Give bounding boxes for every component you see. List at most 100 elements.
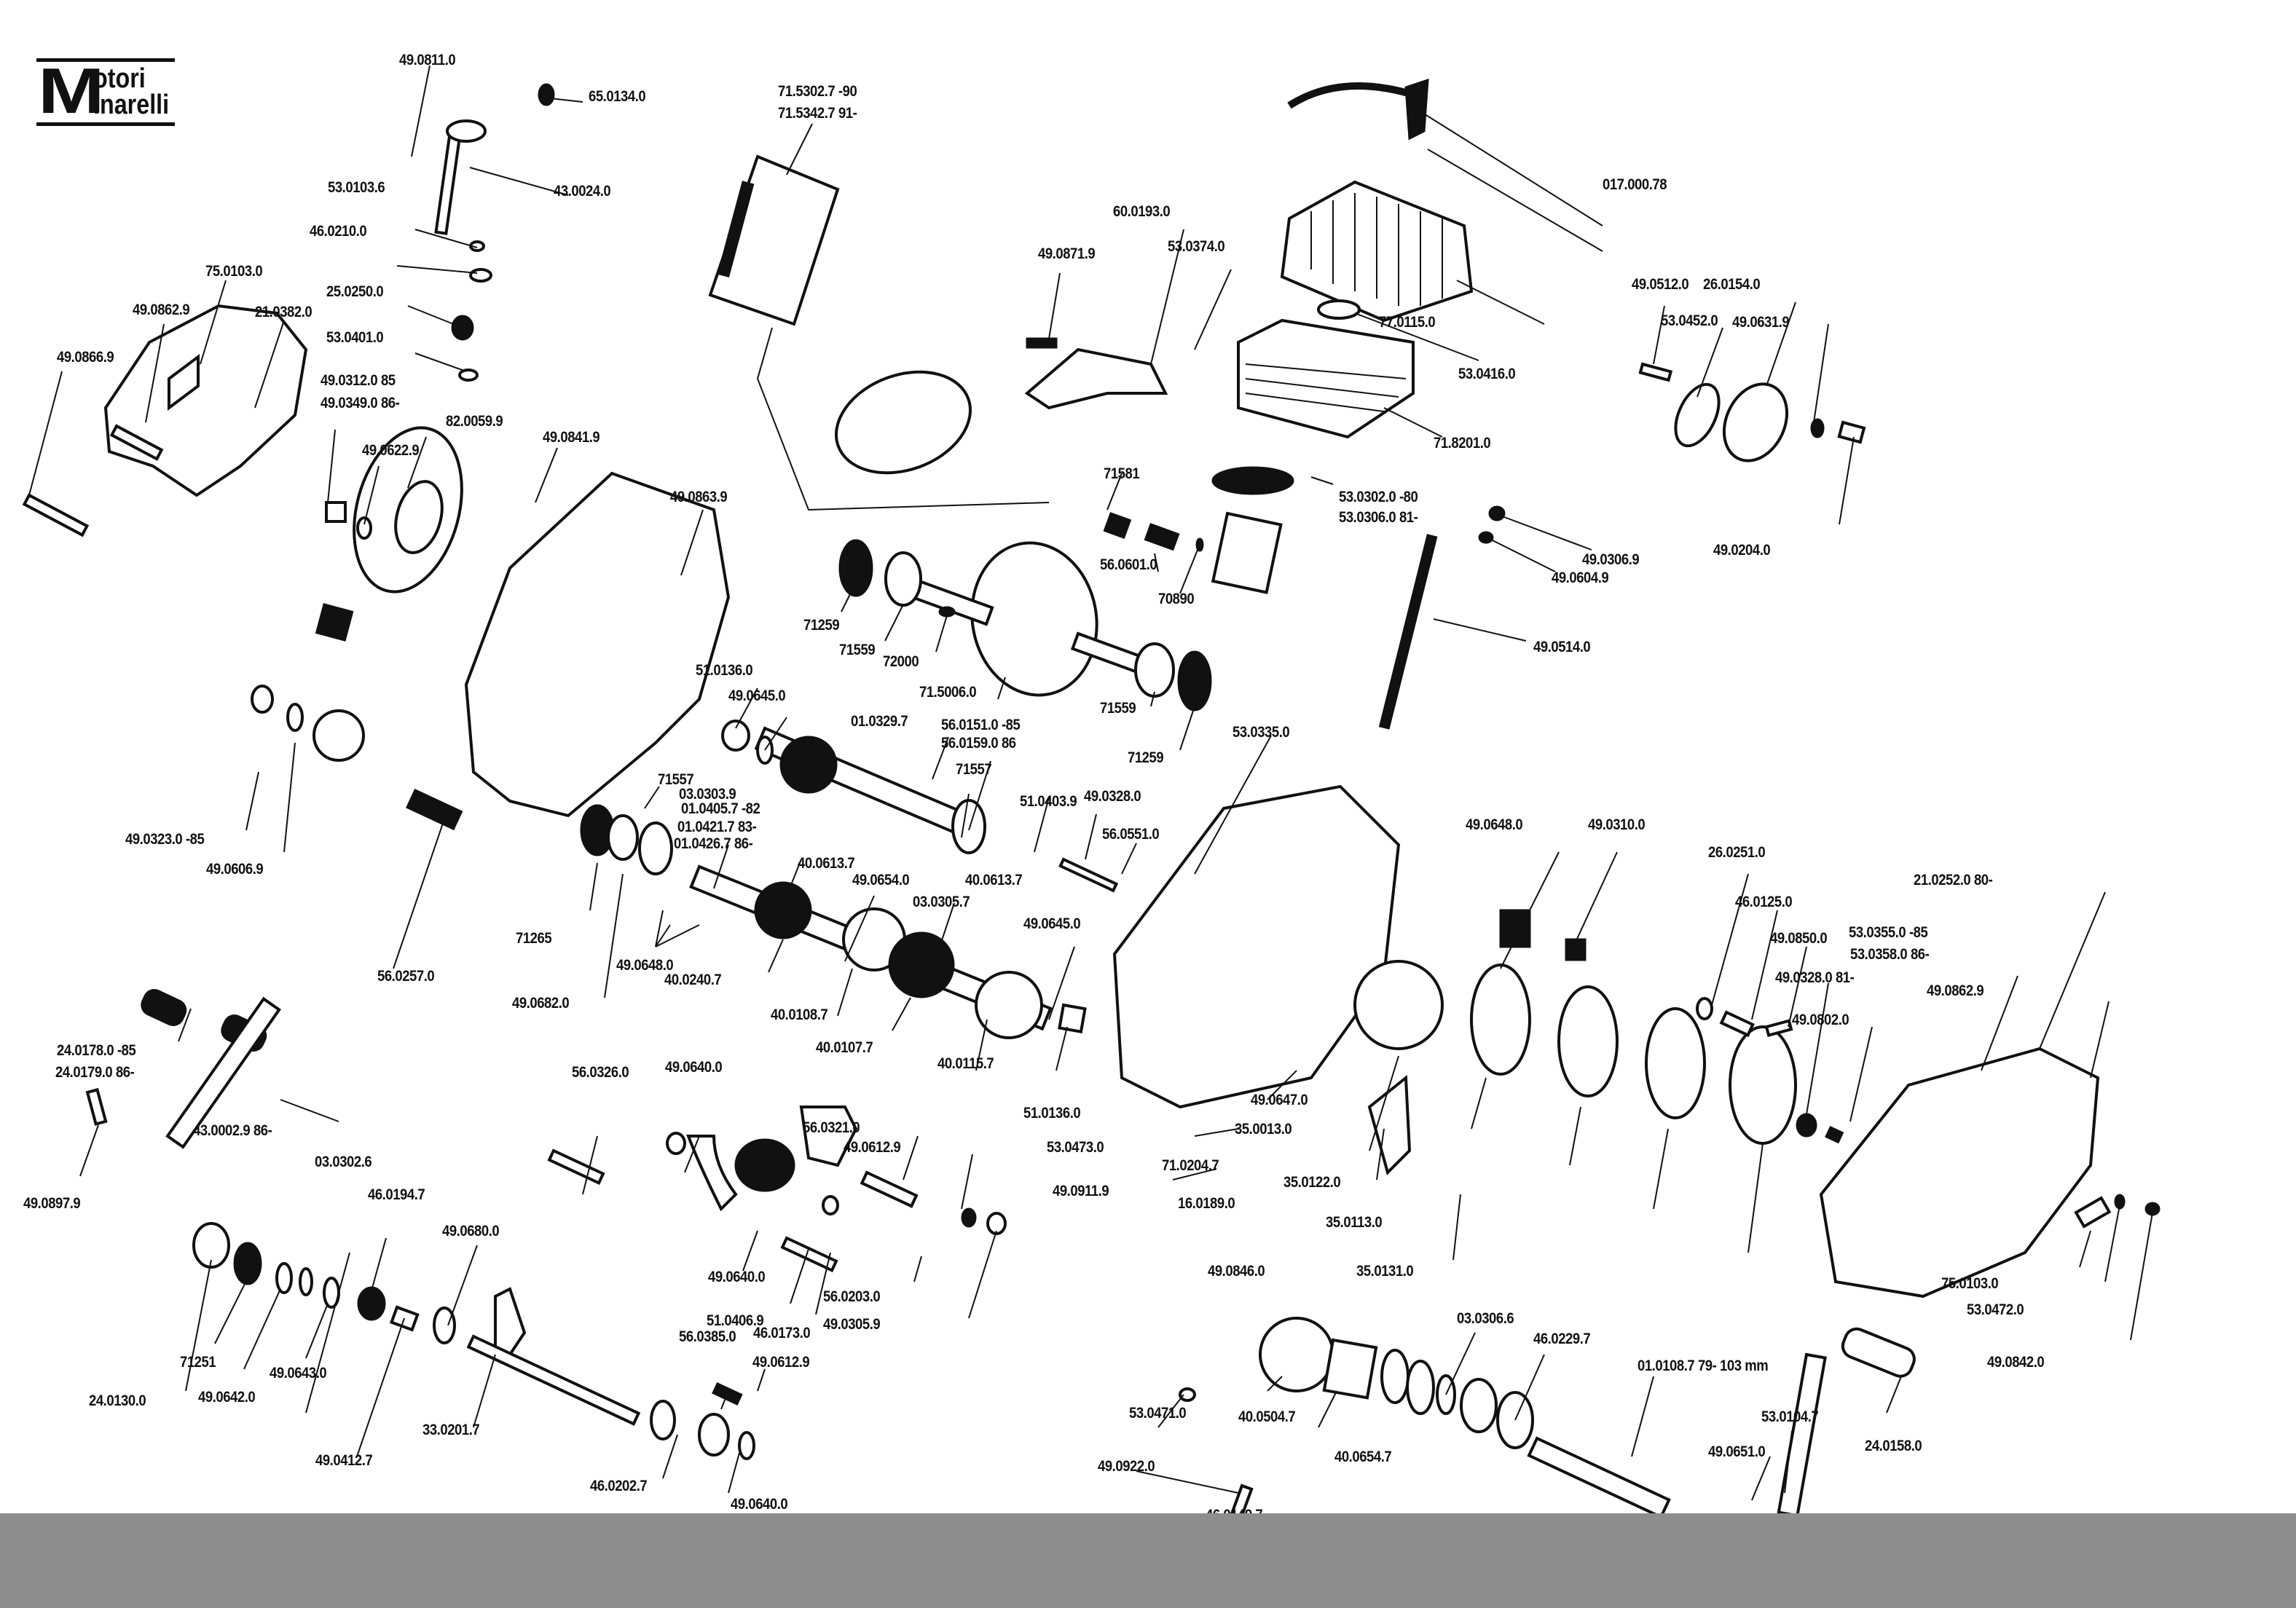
part-label: 70890 bbox=[1158, 591, 1195, 607]
part-label: 56.0326.0 bbox=[572, 1064, 629, 1081]
part-label: 49.0654.0 bbox=[852, 872, 910, 888]
part-label: 49.0811.0 bbox=[399, 52, 456, 68]
shift-arm-33-0201-7 bbox=[494, 1287, 527, 1357]
washer-49-0631-9 bbox=[1810, 418, 1825, 438]
part-label: 53.0401.0 bbox=[326, 329, 384, 346]
shaft-56-0203-0 bbox=[780, 1236, 838, 1273]
leader-lines bbox=[28, 65, 2153, 1501]
kick-lever bbox=[1777, 1352, 1827, 1518]
part-label: 49.0604.9 bbox=[1552, 570, 1609, 586]
part-label: 53.0306.0 81- bbox=[1339, 509, 1418, 526]
part-label: 49.0310.0 bbox=[1588, 816, 1646, 833]
part-label: 49.0642.0 bbox=[198, 1389, 256, 1406]
part-label: 56.0257.0 bbox=[377, 968, 435, 985]
part-label: 71559 bbox=[1100, 700, 1136, 717]
part-label: 40.0240.7 bbox=[664, 972, 722, 988]
carburettor-body bbox=[835, 370, 972, 475]
part-label: 49.0514.0 bbox=[1533, 639, 1591, 655]
part-label: 35.0113.0 bbox=[1326, 1214, 1383, 1231]
head-gasket-53-0416-0 bbox=[1317, 299, 1361, 320]
part-label: 71.5342.7 91- bbox=[778, 105, 857, 122]
clutch-cover-21-0252-0 bbox=[1819, 1047, 2100, 1298]
kick-shaft-01-0108-7 bbox=[1527, 1436, 1671, 1519]
bolt-49-0862-9 bbox=[109, 424, 164, 461]
part-label: 49.0640.0 bbox=[731, 1496, 788, 1513]
nut-49-0310-0 bbox=[1565, 938, 1587, 961]
part-label: 65.0134.0 bbox=[589, 88, 646, 105]
spring-46-0125-0 bbox=[1719, 1010, 1755, 1038]
part-label: 40.0115.7 bbox=[937, 1055, 994, 1072]
kick-gear-40-0504-7 bbox=[1259, 1317, 1334, 1392]
conrod bbox=[717, 181, 755, 278]
part-label: 49.0305.9 bbox=[823, 1316, 881, 1333]
part-label: 49.0680.0 bbox=[442, 1223, 500, 1240]
kick-ratchet-40-0654-7 bbox=[1322, 1338, 1378, 1400]
logo-initial: M bbox=[38, 55, 105, 127]
head-fins bbox=[1310, 193, 1443, 306]
shift-shaft bbox=[434, 129, 463, 235]
part-label: 53.0473.0 bbox=[1047, 1139, 1104, 1156]
part-label: 46.0194.7 bbox=[368, 1186, 425, 1203]
part-label: 49.0622.9 bbox=[362, 442, 420, 459]
part-label: 56.0159.0 86 bbox=[941, 735, 1016, 752]
part-label: 46.0125.0 bbox=[1735, 894, 1793, 910]
screw-49-0850-0 bbox=[1764, 1019, 1793, 1038]
part-label: 49.0631.9 bbox=[1732, 314, 1790, 331]
spring-46-0194-7 bbox=[357, 1286, 386, 1321]
part-label: 71.0204.7 bbox=[1162, 1157, 1219, 1174]
nut-49-0306-9 bbox=[1488, 505, 1506, 521]
logo-top-rule bbox=[36, 58, 175, 62]
clip-03-0302-6 bbox=[299, 1267, 313, 1296]
part-label: 60.0193.0 bbox=[1113, 203, 1171, 220]
washer-53-0471-0 bbox=[1179, 1387, 1196, 1402]
part-label: 03.0306.6 bbox=[1457, 1310, 1514, 1327]
gear-40-0107-7 bbox=[888, 931, 955, 998]
screw-49-0802-0 bbox=[1825, 1126, 1844, 1144]
kick-rubber-24-0158-0 bbox=[1841, 1327, 1916, 1378]
nut-kick bbox=[1460, 1378, 1498, 1433]
part-label: 53.0416.0 bbox=[1458, 366, 1516, 382]
part-label: 49.0648.0 bbox=[616, 957, 674, 974]
key-72000 bbox=[938, 606, 956, 618]
part-label: 49.0842.0 bbox=[1987, 1354, 2045, 1371]
part-label: 35.0122.0 bbox=[1283, 1174, 1341, 1191]
part-label: 24.0179.0 86- bbox=[55, 1064, 135, 1081]
part-label: 49.0871.9 bbox=[1038, 245, 1096, 262]
part-label: 46.0202.7 bbox=[590, 1478, 648, 1494]
part-label: 71259 bbox=[803, 617, 840, 634]
part-label: 40.0613.7 bbox=[798, 855, 855, 872]
part-label: 49.0606.9 bbox=[206, 861, 264, 878]
piston bbox=[1211, 511, 1283, 594]
part-label: 49.0412.7 bbox=[315, 1452, 373, 1469]
part-label: 46.0229.7 bbox=[1533, 1331, 1591, 1347]
logo-line-1: otori bbox=[93, 63, 146, 94]
part-label: 46.0173.0 bbox=[753, 1325, 811, 1341]
plate-26-0154-0 bbox=[1722, 382, 1789, 462]
footer-gray-band bbox=[0, 1513, 2296, 1608]
plate-16-0189-0 bbox=[1367, 1074, 1412, 1175]
part-label: 40.0107.7 bbox=[816, 1039, 873, 1056]
stud-49-0514-0 bbox=[1378, 534, 1438, 730]
part-label: 40.0504.7 bbox=[1238, 1408, 1296, 1425]
bushing-51-0136-0 bbox=[721, 720, 750, 752]
washer-49-0606-9 bbox=[286, 703, 304, 732]
part-label: 56.0203.0 bbox=[823, 1288, 881, 1305]
part-label: 49.0846.0 bbox=[1208, 1263, 1265, 1280]
shaft-56-0321-0 bbox=[860, 1170, 919, 1208]
part-label: 40.0613.7 bbox=[965, 872, 1023, 888]
gear-40-0240-7 bbox=[754, 881, 812, 939]
part-label: 03.0305.7 bbox=[913, 894, 970, 910]
bushing-51-0136-0-lower bbox=[1058, 1003, 1087, 1034]
part-label: 24.0130.0 bbox=[89, 1392, 146, 1409]
part-label: 49.0645.0 bbox=[1023, 915, 1081, 932]
cover-gasket-plate bbox=[168, 354, 200, 411]
part-label: 25.0250.0 bbox=[326, 283, 384, 300]
part-label: 71.8201.0 bbox=[1434, 435, 1491, 452]
spacer-49-0312-0 bbox=[325, 501, 347, 523]
part-label: 49.0643.0 bbox=[270, 1365, 327, 1382]
part-label: 53.0358.0 86- bbox=[1850, 946, 1930, 963]
gear-cluster-upper bbox=[779, 736, 838, 794]
part-label: 01.0108.7 79- 103 mm bbox=[1638, 1357, 1769, 1374]
flywheel-hub bbox=[394, 480, 444, 554]
